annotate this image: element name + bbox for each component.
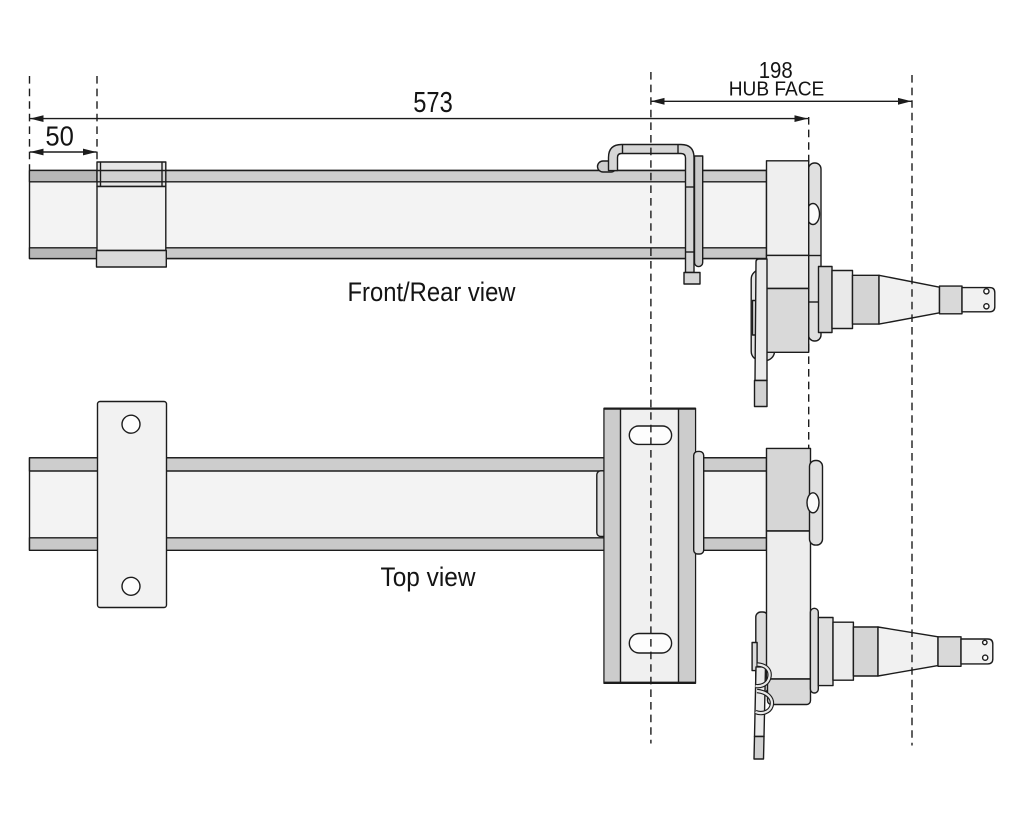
svg-text:Front/Rear view: Front/Rear view: [348, 277, 516, 307]
svg-text:HUB FACE: HUB FACE: [729, 78, 825, 100]
svg-text:Top view: Top view: [381, 562, 476, 592]
svg-text:573: 573: [413, 87, 453, 119]
svg-text:50: 50: [45, 121, 74, 152]
svg-text:198: 198: [759, 57, 793, 83]
